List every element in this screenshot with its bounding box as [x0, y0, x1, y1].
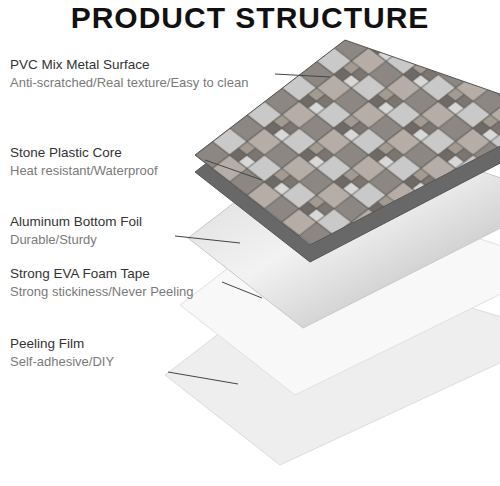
diagram-title: PRODUCT STRUCTURE — [0, 0, 500, 36]
layer-feature: Heat resistant/Waterproof — [10, 163, 158, 179]
layer-feature: Strong stickiness/Never Peeling — [10, 284, 194, 300]
leader-line — [168, 372, 238, 384]
layer-feature: Anti-scratched/Real texture/Easy to clea… — [10, 75, 248, 91]
leader-line — [275, 74, 330, 77]
leader-line — [222, 282, 262, 298]
layer-name: Strong EVA Foam Tape — [10, 266, 150, 282]
layer-feature: Self-adhesive/DIY — [10, 354, 114, 370]
layer-feature: Durable/Sturdy — [10, 232, 97, 248]
layer-name: Stone Plastic Core — [10, 145, 122, 161]
layer-name: PVC Mix Metal Surface — [10, 57, 150, 73]
layer-name: Aluminum Bottom Foil — [10, 214, 142, 230]
surface-layer — [195, 40, 500, 245]
layer-name: Peeling Film — [10, 336, 84, 352]
leader-line — [175, 236, 240, 243]
leader-line — [205, 160, 262, 180]
